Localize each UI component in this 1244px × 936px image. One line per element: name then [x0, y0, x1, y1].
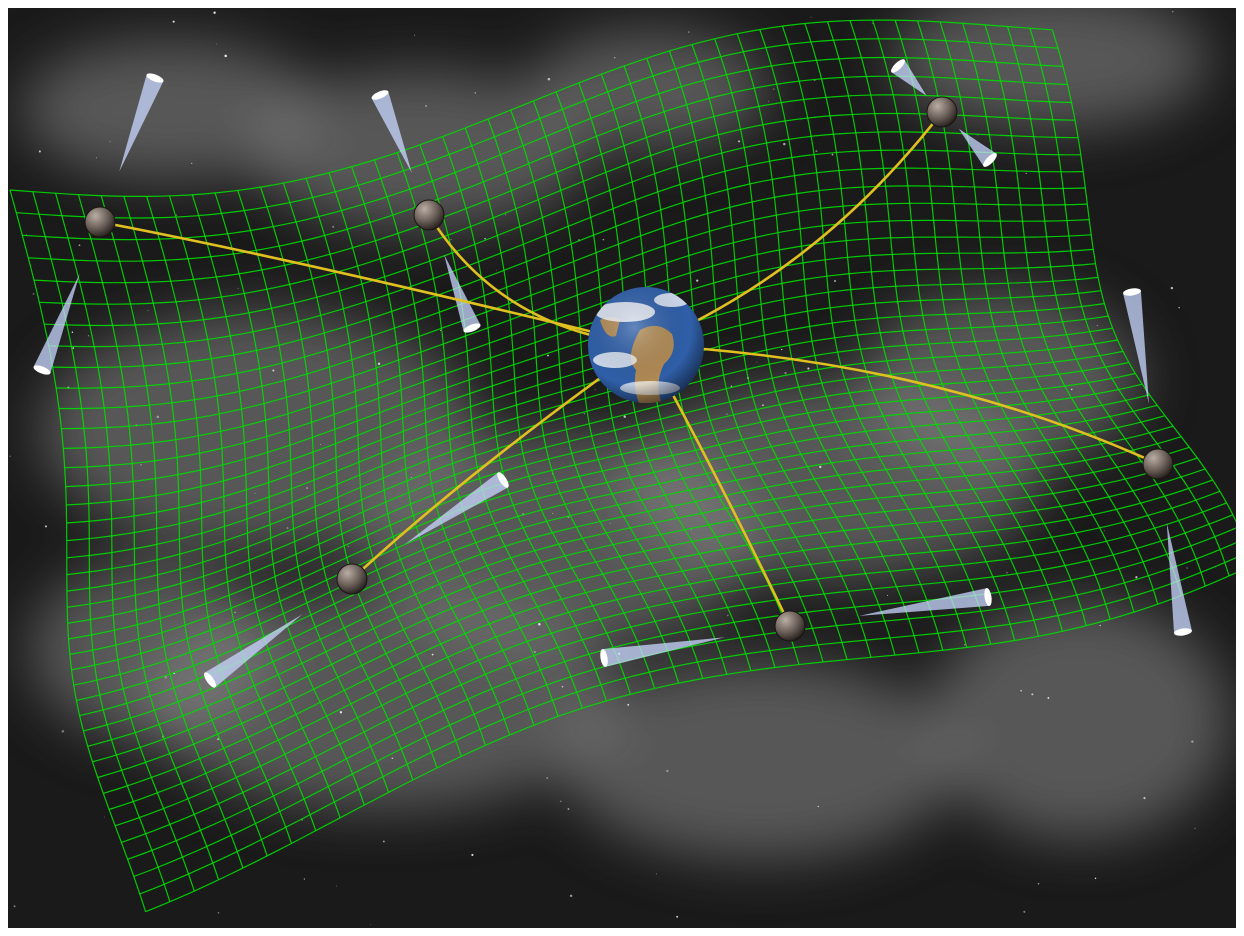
timing-line	[645, 343, 1159, 466]
pulsar-icon	[84, 206, 116, 238]
radiation-beam-icon	[444, 254, 481, 332]
pulsar-icon	[1142, 448, 1174, 480]
beam-cap	[984, 588, 992, 606]
pulsar-icon	[926, 96, 958, 128]
radiation-beam-icon	[859, 588, 990, 616]
radiation-beam-icon	[33, 273, 80, 374]
beam-cap	[146, 73, 164, 83]
beam-cap	[463, 323, 481, 333]
pulsar-beams	[33, 59, 1192, 688]
beam-cap	[600, 649, 608, 667]
pulsar-icon	[413, 199, 445, 231]
radiation-beam-icon	[891, 59, 927, 96]
beam-cap	[891, 59, 905, 73]
beam-cap	[983, 153, 997, 167]
beam-cap	[33, 365, 51, 375]
radiation-beam-icon	[958, 128, 997, 167]
radiation-beam-icon	[371, 91, 412, 173]
earth-icon	[588, 287, 704, 403]
beam-cap	[1174, 628, 1192, 636]
top-border	[0, 0, 1244, 8]
pulsars	[84, 96, 1174, 642]
pulsar-icon	[774, 610, 806, 642]
radiation-beam-icon	[204, 614, 303, 688]
radiation-beam-icon	[1166, 522, 1192, 634]
left-border	[0, 0, 8, 936]
pulsar-icon	[336, 563, 368, 595]
beam-cap	[497, 472, 509, 488]
beam-cap	[204, 672, 216, 688]
radiation-beam-icon	[602, 637, 725, 667]
radiation-beam-icon	[404, 472, 508, 545]
right-border	[1236, 0, 1244, 936]
spacetime-grid	[9, 19, 1244, 913]
beam-cap	[1123, 288, 1141, 296]
bottom-border	[0, 928, 1244, 936]
radiation-beam-icon	[119, 74, 164, 172]
beam-cap	[371, 90, 389, 100]
radiation-beam-icon	[1123, 290, 1149, 404]
